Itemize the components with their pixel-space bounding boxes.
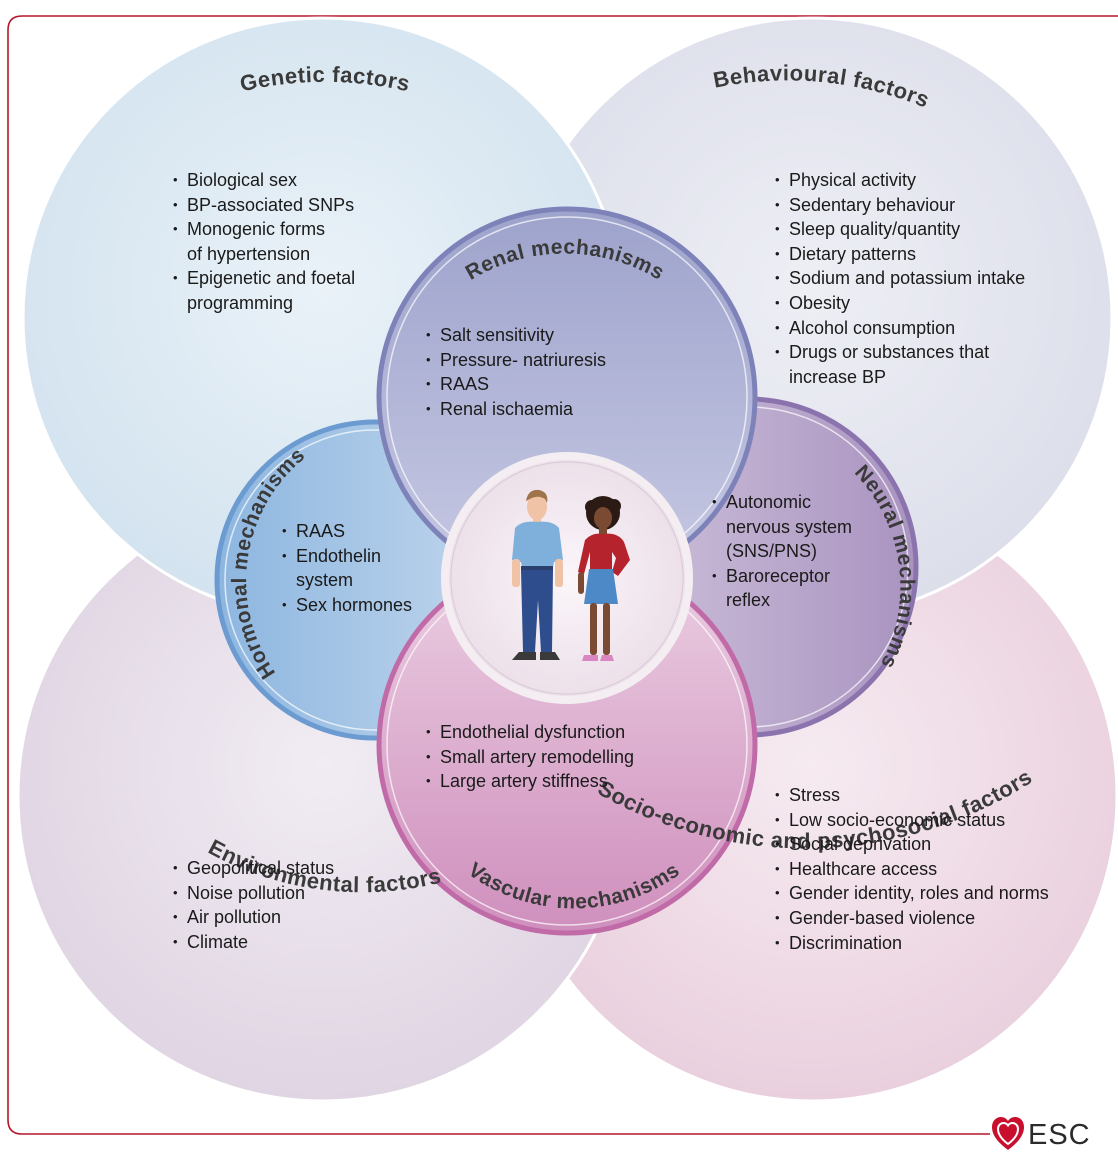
list-item: Large artery stiffness [426,769,676,794]
list-item: RAAS [282,519,432,544]
socioeconomic-factors-list: StressLow socio-economic statusSocial de… [775,783,1075,955]
list-item: Alcohol consumption [775,316,1075,341]
list-item: Gender-based violence [775,906,1075,931]
hormonal-mechanisms-list: RAASEndothelinsystemSex hormones [282,519,432,617]
list-item: RAAS [426,372,646,397]
list-item: Discrimination [775,931,1075,956]
vascular-mechanisms-list: Endothelial dysfunctionSmall artery remo… [426,720,676,794]
renal-mechanisms-list: Salt sensitivityPressure- natriuresisRAA… [426,323,646,421]
woman-illustration [578,496,630,661]
list-item: Healthcare access [775,857,1075,882]
heart-logo-icon [992,1117,1024,1150]
list-item: Endothelial dysfunction [426,720,676,745]
list-item: Air pollution [173,905,393,930]
list-item: Dietary patterns [775,242,1075,267]
list-item: Renal ischaemia [426,397,646,422]
list-item: Low socio-economic status [775,808,1075,833]
list-item: Sodium and potassium intake [775,266,1075,291]
list-item: Sedentary behaviour [775,193,1075,218]
list-item: Obesity [775,291,1075,316]
behavioural-factors-list: Physical activitySedentary behaviourSlee… [775,168,1075,389]
man-illustration [512,489,563,660]
list-item: Biological sex [173,168,413,193]
frame-border [7,15,1118,1135]
list-item: Physical activity [775,168,1075,193]
central-people-circle [441,452,693,704]
list-item: Small artery remodelling [426,745,676,770]
list-item: BP-associated SNPs [173,193,413,218]
list-item: Climate [173,930,393,955]
list-item: Sleep quality/quantity [775,217,1075,242]
list-item: Social deprivation [775,832,1075,857]
list-item: Noise pollution [173,881,393,906]
esc-logo-text: ESC [1028,1119,1091,1151]
list-item: Pressure- natriuresis [426,348,646,373]
list-item: Gender identity, roles and norms [775,881,1075,906]
genetic-factors-list: Biological sexBP-associated SNPsMonogeni… [173,168,413,316]
esc-logo: ESC [990,1115,1118,1153]
list-item: Geopolitical status [173,856,393,881]
environmental-factors-list: Geopolitical statusNoise pollutionAir po… [173,856,393,954]
list-item: Stress [775,783,1075,808]
list-item: Salt sensitivity [426,323,646,348]
list-item: Sex hormones [282,593,432,618]
